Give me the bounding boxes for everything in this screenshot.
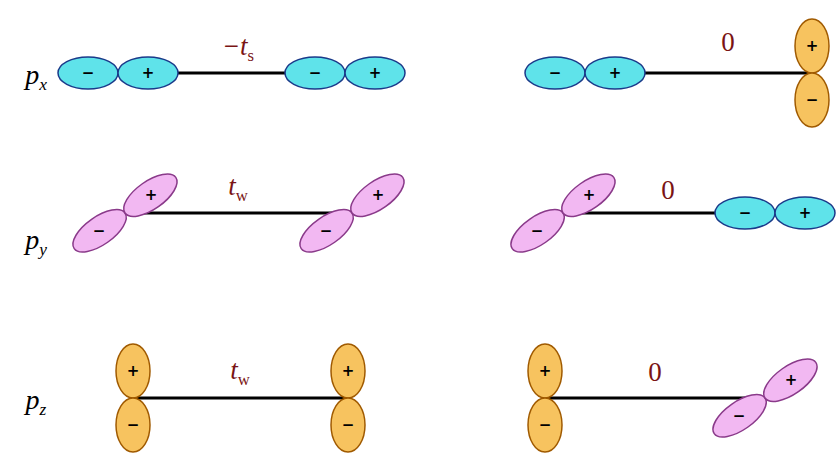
sign-mark: − <box>531 224 544 239</box>
orbital-lobe <box>795 73 829 127</box>
orbital-name: pz <box>26 386 47 414</box>
orbital-name: py <box>25 226 47 254</box>
orbital-lobe <box>117 166 184 224</box>
sign-mark: − <box>320 224 333 239</box>
orbital-lobe <box>285 57 345 89</box>
py-orbitals <box>66 166 824 445</box>
hopping-value: tw <box>230 357 250 384</box>
label-subscript: w <box>236 185 248 204</box>
label-subscript: s <box>248 45 255 64</box>
orbital-lobe <box>715 197 775 229</box>
px-orbitals <box>58 57 835 229</box>
orbital-lobe <box>555 166 622 224</box>
sign-mark: − <box>539 418 552 433</box>
orbital-lobe <box>66 202 133 260</box>
pz-orbital <box>795 19 829 127</box>
label-main: t <box>230 355 238 385</box>
label-main: p <box>26 384 40 415</box>
pz-orbital <box>331 344 365 452</box>
bond-lines <box>125 73 812 398</box>
orbital-lobe <box>116 398 150 452</box>
label-subscript: y <box>39 240 47 259</box>
orbital-lobe <box>331 398 365 452</box>
orbital-lobe <box>525 57 585 89</box>
px-orbital <box>715 197 835 229</box>
orbital-lobe <box>344 166 411 224</box>
sign-mark: − <box>806 93 819 108</box>
px-orbital <box>58 57 178 89</box>
sign-mark: + <box>369 66 382 81</box>
sign-mark: + <box>806 39 819 54</box>
sign-mark: − <box>93 224 106 239</box>
sign-mark: + <box>145 188 158 203</box>
label-subscript: x <box>39 75 47 94</box>
label-main: p <box>25 59 39 90</box>
px-orbital <box>525 57 645 89</box>
orbital-lobe <box>585 57 645 89</box>
pz-orbital <box>528 344 562 452</box>
sign-mark: + <box>609 66 622 81</box>
sign-mark: + <box>799 206 812 221</box>
sign-mark: + <box>785 373 798 388</box>
hopping-value: 0 <box>721 29 735 56</box>
sign-mark: + <box>142 66 155 81</box>
sign-mark: − <box>309 66 322 81</box>
sign-mark: − <box>733 409 746 424</box>
orbital-lobe <box>118 57 178 89</box>
orbital-lobe <box>528 344 562 398</box>
orbital-lobe <box>706 387 773 445</box>
sign-mark: + <box>583 188 596 203</box>
sign-mark: + <box>372 188 385 203</box>
hopping-value: 0 <box>661 177 675 204</box>
sign-mark: + <box>127 364 140 379</box>
sign-mark: − <box>342 418 355 433</box>
orbital-name: px <box>25 61 47 89</box>
hopping-value: −ts <box>222 33 254 60</box>
bond-line <box>125 212 352 215</box>
label-main: p <box>25 224 39 255</box>
pz-orbitals <box>116 19 829 452</box>
orbital-lobe <box>58 57 118 89</box>
pz-orbital <box>116 344 150 452</box>
bond-line <box>133 397 348 400</box>
sign-mark: − <box>127 418 140 433</box>
orbital-lobe <box>293 202 360 260</box>
sign-mark: − <box>549 66 562 81</box>
bond-line <box>545 397 765 400</box>
orbital-lobe <box>528 398 562 452</box>
px-orbital <box>285 57 405 89</box>
py-orbital <box>706 351 824 445</box>
py-orbital <box>504 166 622 260</box>
hopping-value: tw <box>228 173 248 200</box>
py-orbital <box>293 166 411 260</box>
sign-mark: − <box>82 66 95 81</box>
label-subscript: z <box>40 400 47 419</box>
orbital-lobe <box>775 197 835 229</box>
orbital-lobe <box>757 351 824 409</box>
py-orbital <box>66 166 184 260</box>
orbital-lobe <box>504 202 571 260</box>
sign-mark: − <box>739 206 752 221</box>
sign-mark: + <box>342 364 355 379</box>
orbital-lobe <box>331 344 365 398</box>
hopping-value: 0 <box>648 359 662 386</box>
label-main: −t <box>222 31 248 61</box>
orbital-lobe <box>795 19 829 73</box>
orbital-lobe <box>345 57 405 89</box>
orbital-lobe <box>116 344 150 398</box>
label-main: t <box>228 171 236 201</box>
label-subscript: w <box>238 369 250 388</box>
sign-mark: + <box>539 364 552 379</box>
